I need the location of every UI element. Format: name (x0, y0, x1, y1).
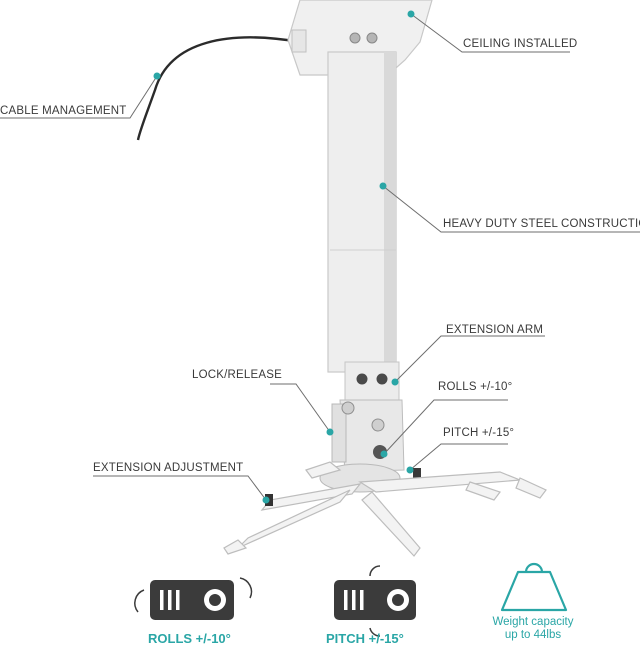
callout-extension-adjustment: EXTENSION ADJUSTMENT (93, 462, 244, 474)
cable (136, 36, 301, 141)
callout-lock-release: LOCK/RELEASE (192, 369, 282, 381)
callout-ceiling-installed: CEILING INSTALLED (463, 38, 578, 50)
projector-arms (223, 461, 547, 557)
weight-capacity-line1: Weight capacity (492, 616, 574, 628)
roll-caption: ROLLS +/-10° (148, 631, 231, 646)
weight-capacity-line2: up to 44lbs (504, 629, 562, 641)
weight-icon (500, 562, 568, 612)
pitch-caption: PITCH +/-15° (326, 631, 404, 646)
callout-cable-management: CABLE MANAGEMENT (0, 105, 127, 117)
projector-roll-icon (134, 577, 253, 620)
callout-rolls: ROLLS +/-10° (438, 381, 513, 393)
callout-dots (153, 10, 415, 504)
projector-pitch-icon (334, 565, 416, 637)
callout-extension-arm: EXTENSION ARM (446, 324, 544, 336)
callout-steel-construction: HEAVY DUTY STEEL CONSTRUCTION (443, 218, 640, 230)
callout-pitch: PITCH +/-15° (443, 427, 515, 439)
extension-arm (344, 361, 400, 403)
callout-lines (0, 13, 640, 501)
